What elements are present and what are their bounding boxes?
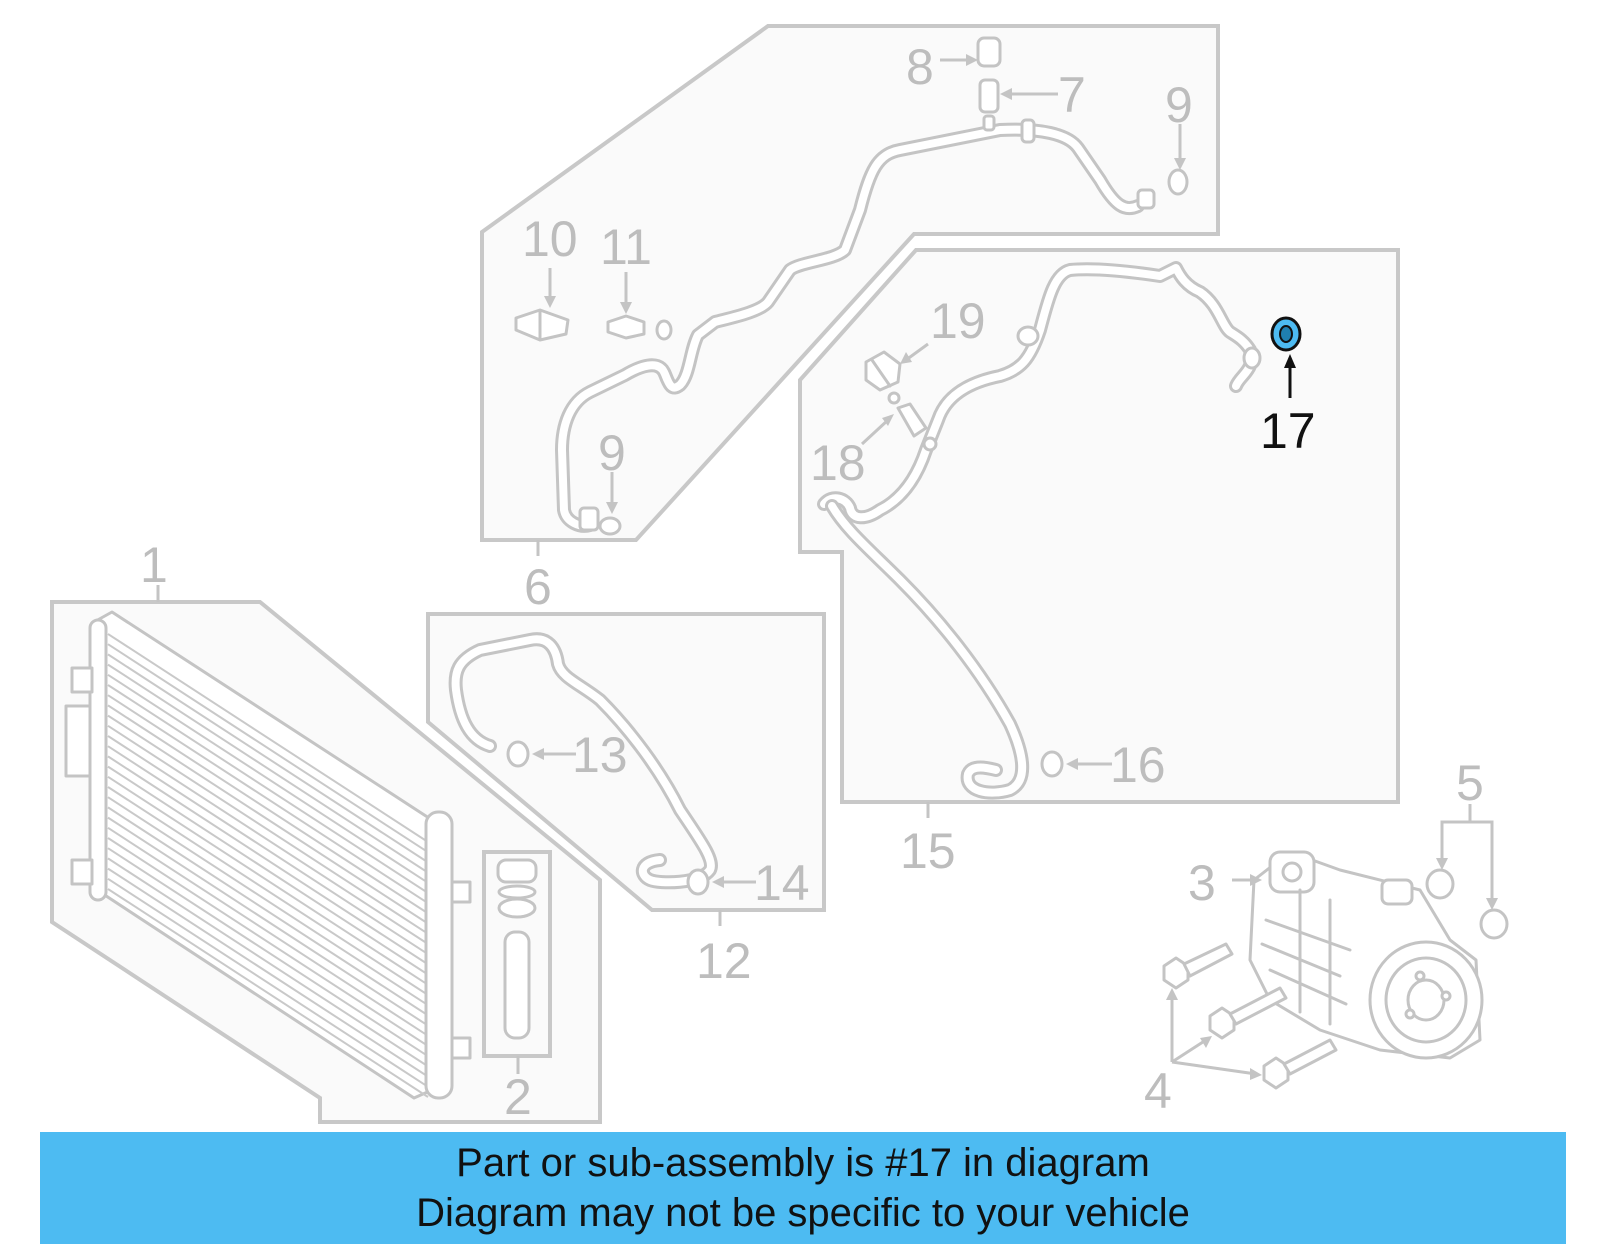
bushing-5[interactable] [1479, 908, 1509, 940]
line-fitting [1136, 188, 1156, 210]
condenser-fin [107, 704, 429, 915]
info-banner: Part or sub-assembly is #17 in diagram D… [40, 1132, 1566, 1244]
condenser-fin [107, 714, 429, 925]
label-5: 5 [1456, 755, 1484, 811]
condenser-part[interactable] [64, 610, 472, 1100]
panel-drier: 2 [482, 850, 552, 1125]
condenser-fin [107, 837, 429, 1047]
label-12: 12 [696, 933, 752, 989]
condenser-fin [107, 816, 429, 1027]
o-ring-17-highlighted[interactable] [1270, 316, 1302, 352]
condenser-fin [107, 673, 429, 884]
label-4: 4 [1144, 1063, 1172, 1119]
condenser-fin [107, 745, 429, 956]
banner-line-1: Part or sub-assembly is #17 in diagram [456, 1141, 1150, 1185]
label-10: 10 [522, 211, 578, 267]
bushing-5[interactable] [1425, 868, 1455, 900]
label-8: 8 [906, 39, 934, 95]
drier-part[interactable] [496, 858, 538, 1040]
condenser-fin [107, 653, 429, 864]
condenser-fin [107, 775, 429, 986]
o-ring-14[interactable] [686, 868, 710, 896]
condenser-fin [107, 663, 429, 874]
panel-line-12: 13 14 12 [426, 612, 826, 989]
condenser-fin [107, 633, 429, 843]
condenser-fin [107, 796, 429, 1007]
label-13: 13 [572, 727, 628, 783]
condenser-fin [107, 806, 429, 1017]
condenser-fin [107, 735, 429, 945]
label-11: 11 [600, 219, 652, 275]
condenser-fins [107, 633, 429, 1098]
compressor-group: 3 4 5 [1144, 755, 1509, 1119]
label-2: 2 [504, 1069, 532, 1125]
panel-line-15: 19 18 16 17 15 [798, 248, 1400, 879]
label-15: 15 [900, 823, 956, 879]
condenser-fin [107, 867, 429, 1078]
o-ring-9[interactable] [598, 516, 622, 536]
label-7: 7 [1058, 67, 1086, 123]
line-fitting [1016, 325, 1040, 347]
condenser-fin [107, 684, 429, 894]
condenser-fin [107, 724, 429, 935]
panel-condenser: 1 [50, 537, 602, 1124]
o-ring-16[interactable] [1040, 750, 1064, 778]
condenser-fin [107, 826, 429, 1037]
banner-line-2: Diagram may not be specific to your vehi… [416, 1191, 1190, 1235]
condenser-fin [107, 786, 429, 996]
condenser-fin [107, 643, 429, 854]
bolt-4[interactable] [1162, 942, 1234, 990]
condenser-fin [107, 694, 429, 905]
o-ring-13[interactable] [506, 740, 530, 768]
service-cap-19[interactable] [864, 350, 902, 392]
condenser-fin [107, 847, 429, 1058]
line-fitting [578, 506, 600, 532]
label-16: 16 [1110, 737, 1166, 793]
condenser-fin [107, 765, 429, 976]
label-14: 14 [754, 855, 810, 911]
label-1: 1 [140, 537, 168, 593]
bolt-4[interactable] [1208, 986, 1288, 1040]
compressor-part-3[interactable] [1248, 850, 1484, 1060]
label-9-top: 9 [1165, 77, 1193, 133]
label-9-bottom: 9 [598, 425, 626, 481]
label-19: 19 [930, 293, 986, 349]
service-valve-18[interactable] [887, 391, 938, 452]
label-17-highlighted: 17 [1260, 403, 1316, 459]
service-valve-7[interactable] [978, 78, 1000, 132]
label-18: 18 [810, 435, 866, 491]
service-cap-8[interactable] [976, 36, 1002, 68]
valve-11[interactable] [606, 314, 673, 341]
condenser-fin [107, 888, 429, 1098]
panel-line-6: 8 7 9 10 11 9 6 [480, 24, 1220, 615]
bolt-4[interactable] [1262, 1038, 1338, 1090]
condenser-fin [107, 857, 429, 1068]
label-6: 6 [524, 559, 552, 615]
line-fitting [1020, 118, 1036, 144]
o-ring-9[interactable] [1167, 168, 1189, 196]
pressure-sensor-10[interactable] [514, 308, 570, 342]
condenser-fin [107, 877, 429, 1088]
line-fitting [1242, 346, 1262, 370]
label-3: 3 [1188, 855, 1216, 911]
condenser-fin [107, 755, 429, 966]
